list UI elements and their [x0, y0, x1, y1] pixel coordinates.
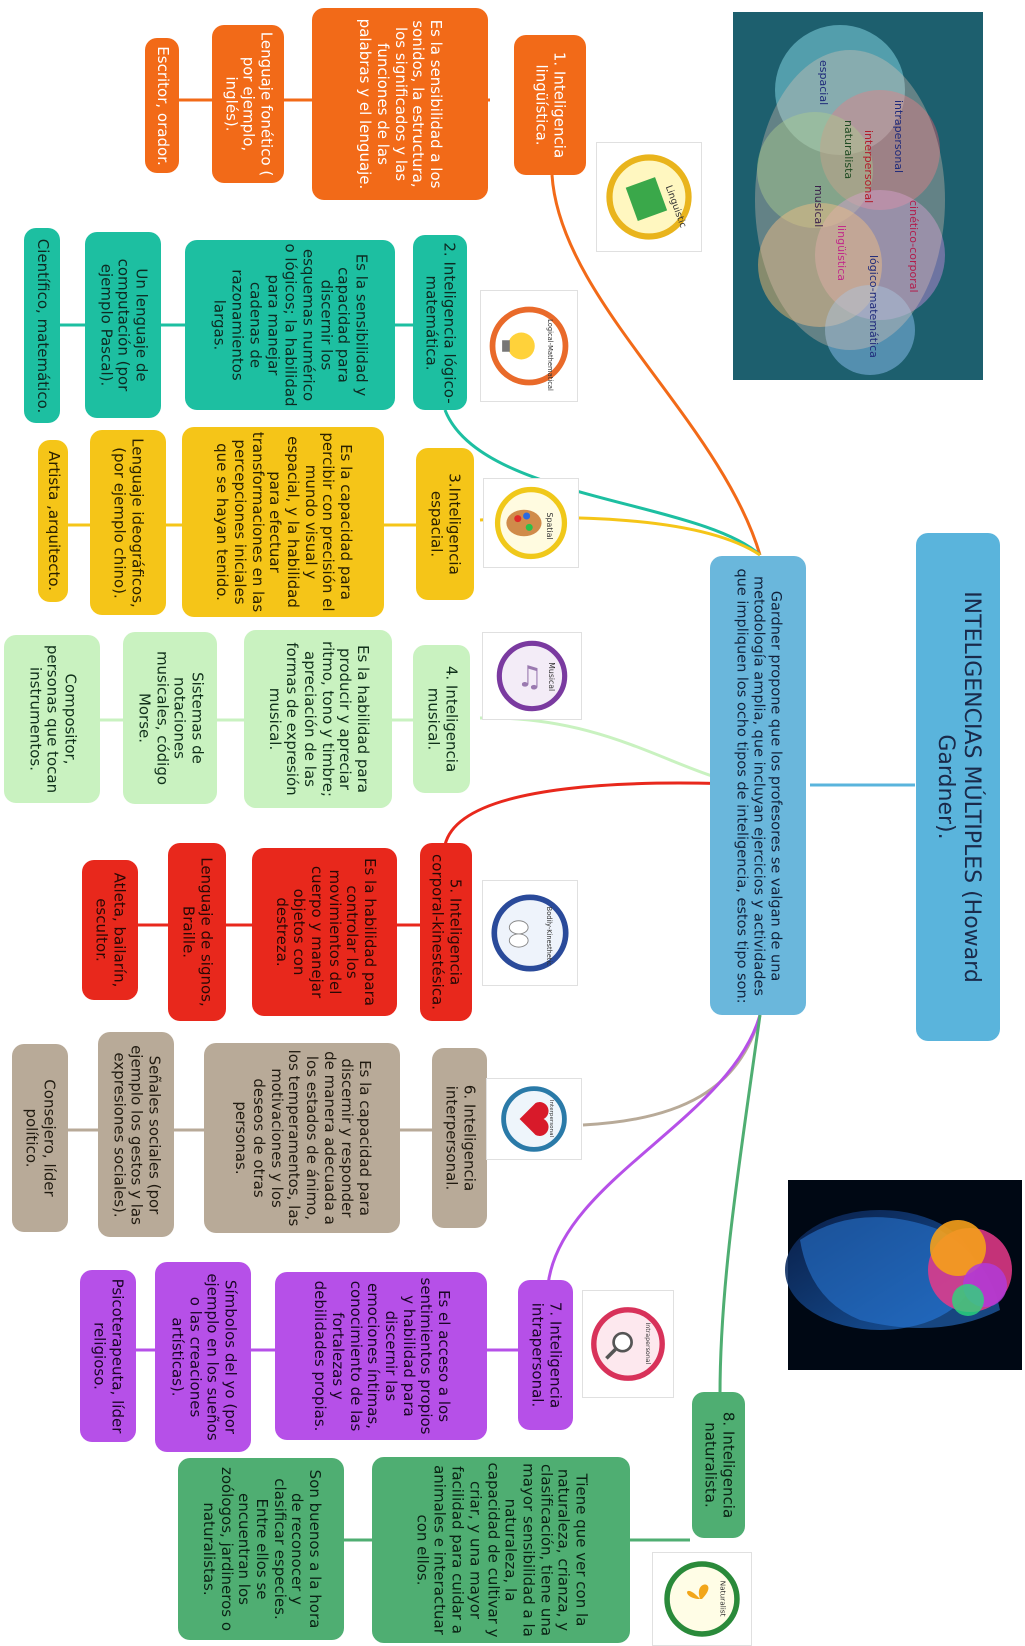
brain-label: cinético-corporal — [907, 200, 920, 293]
intelligence-title-logico[interactable]: 2. Inteligencia lógico-matemática. — [413, 235, 467, 410]
intelligence-roles-corporal: Atleta, bailarín, escultor. — [82, 860, 138, 1000]
icon-label-intrapersonal: Intrapersonal — [644, 1322, 651, 1364]
music-note-icon: ♫ Musical — [482, 632, 582, 720]
intelligence-roles-linguistica: Escritor, orador. — [145, 38, 179, 173]
intelligence-title-espacial[interactable]: 3.Inteligencia espacial. — [416, 448, 474, 600]
intelligence-title-naturalista[interactable]: 8. Inteligencia naturalista. — [692, 1392, 745, 1538]
connector-logico — [443, 409, 762, 557]
butterfly-icon: Naturalist — [652, 1552, 752, 1646]
icon-label-interpersonal: Interpersonal — [548, 1100, 554, 1138]
intelligence-symbols-espacial: Lenguaje ideográficos, (por ejemplo chin… — [90, 430, 166, 615]
intelligence-roles-musical: Compositor, personas que tocan instrumen… — [4, 635, 100, 803]
magnifier-icon: Intrapersonal — [582, 1290, 674, 1398]
icon-label-logico: Logical-Mathematical — [546, 319, 554, 391]
icon-label-naturalista: Naturalist — [718, 1581, 727, 1617]
brain-label: espacial — [817, 60, 830, 105]
intelligence-description-interpersonal: Es la capacidad para discernir y respond… — [204, 1043, 400, 1233]
intelligence-description-logico: Es la sensibilidad y capacidad para disc… — [185, 240, 395, 410]
intelligence-symbols-naturalista: Son buenos a la hora de reconocer y clas… — [178, 1458, 344, 1640]
central-text: Gardner propone que los profesores se va… — [733, 567, 784, 1004]
heart-icon: Interpersonal — [486, 1078, 582, 1160]
intelligence-title-corporal[interactable]: 5. Inteligencia corporal-kinestésica. — [420, 843, 472, 1021]
brain-label: interpersonal — [862, 130, 875, 203]
intelligence-description-naturalista: Tiene que ver con la naturaleza, crianza… — [372, 1457, 630, 1643]
brain-label: lógico-matemática — [867, 255, 880, 358]
intelligence-description-espacial: Es la capacidad para percibir con precis… — [182, 427, 384, 617]
intelligence-symbols-interpersonal: Señales sociales (por ejemplo los gestos… — [98, 1032, 174, 1237]
brain-label: lingüística — [835, 225, 848, 281]
brain-label: intrapersonal — [892, 100, 905, 173]
lightbulb-icon: Logical-Mathematical — [480, 290, 578, 402]
intelligence-description-intrapersonal: Es el acceso a los sentimientos propios … — [275, 1272, 487, 1440]
intelligence-description-linguistica: Es la sensibilidad a los sonidos, la est… — [312, 8, 488, 200]
book-icon: Linguistic — [596, 142, 702, 252]
intelligence-title-linguistica[interactable]: 1. Inteligencia lingüística. — [514, 35, 586, 175]
intelligence-title-musical[interactable]: 4. Inteligencia musical. — [413, 645, 470, 793]
intelligence-description-musical: Es la habilidad para producir y apreciar… — [244, 630, 392, 808]
icon-label-espacial: Spatial — [545, 512, 554, 539]
intelligence-symbols-logico: Un lenguaje de computación (por ejemplo … — [85, 232, 161, 418]
intelligence-title-interpersonal[interactable]: 6. Inteligencia interpersonal. — [432, 1048, 487, 1228]
intelligence-roles-interpersonal: Consejero, líder político. — [12, 1044, 68, 1232]
page-title: INTELIGENCIAS MÚLTIPLES (Howard Gardner)… — [933, 591, 984, 983]
intelligence-symbols-musical: Sistemas de notaciones musicales, código… — [123, 632, 217, 804]
brain-label: musical — [812, 185, 825, 227]
icon-label-corporal: Bodily-Kinesthetic — [545, 907, 553, 967]
intelligence-symbols-linguistica: Lenguaje fonético ( por ejemplo, inglés)… — [212, 25, 284, 183]
connector-intrapersonal — [546, 1014, 762, 1286]
central-node: Gardner propone que los profesores se va… — [710, 556, 806, 1015]
connector-naturalista — [718, 1014, 762, 1396]
intelligence-symbols-corporal: Lenguaje de signos, Braille. — [168, 843, 226, 1021]
svg-text:♫: ♫ — [517, 659, 543, 693]
icon-label-musical: Musical — [547, 662, 556, 691]
intelligence-roles-intrapersonal: Psicoterapeuta, líder religioso. — [80, 1270, 136, 1442]
intelligence-roles-logico: Científico, matemático. — [24, 228, 60, 423]
brain-image: intrapersonal interpersonal naturalista … — [733, 12, 983, 380]
palette-icon: Spatial — [483, 478, 579, 568]
title-box: INTELIGENCIAS MÚLTIPLES (Howard Gardner)… — [916, 533, 1000, 1041]
connector-linguistica — [550, 174, 762, 556]
intelligence-description-corporal: Es la habilidad para controlar los movim… — [252, 848, 397, 1016]
brain-label: naturalista — [842, 120, 855, 179]
intelligence-title-intrapersonal[interactable]: 7. Inteligencia intrapersonal. — [518, 1280, 573, 1430]
hands-icon: Bodily-Kinesthetic — [482, 880, 578, 986]
head-scan-image — [785, 1180, 1022, 1370]
intelligence-symbols-intrapersonal: Símbolos del yo (por ejemplo en los sueñ… — [155, 1262, 251, 1452]
connector-interpersonal — [582, 1014, 762, 1127]
intelligence-roles-espacial: Artista ,arquitecto. — [38, 440, 68, 602]
